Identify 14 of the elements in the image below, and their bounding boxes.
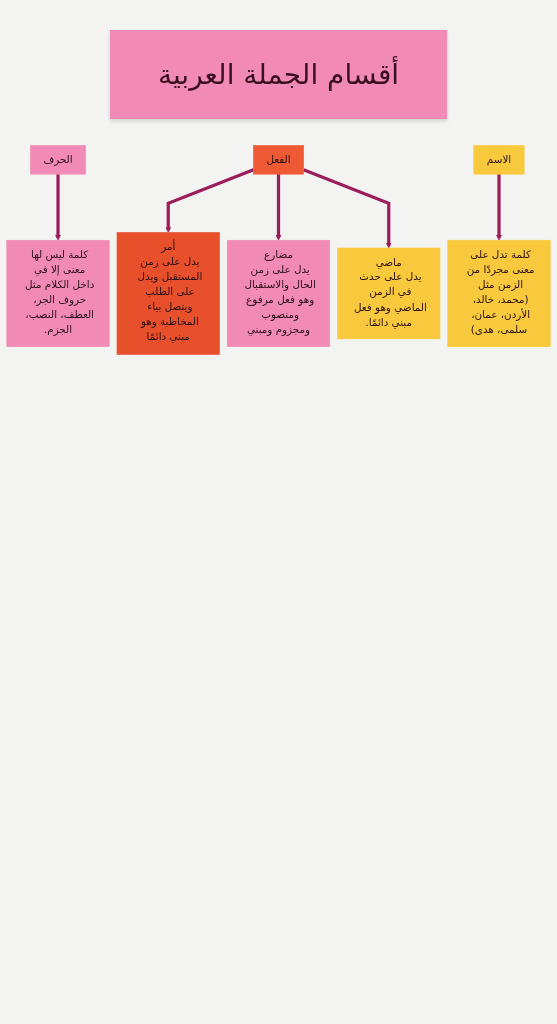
node-box: مضارع يدل على زمن الحال والاستقبال وهو فعل مرفوع ومنصوب ومجزوم ومبني (226, 239, 331, 347)
node-box: ماضي يدل على حدث في الزمن الماضي وهو فعل مبني دائمًا. (337, 247, 441, 340)
node-box: أمر يدل على زمن المستقبل ويدل على الطلب ويتصل بياء المخاطبة وهو مبني دائمًا (116, 232, 220, 355)
arrow (165, 168, 255, 233)
node-box: الحرف (30, 145, 86, 175)
node-box: كلمة ليس لها معنى إلا في داخل الكلام مثل حروف الجر، العطف، النصب، الجزم. (6, 239, 110, 347)
node-box: الاسم (473, 145, 525, 175)
node-box: كلمة تدل على معنى مجردًا من الزمن مثل (محمد، خالد، الأردن، عمان، سلمى، هدى) (447, 239, 551, 347)
title: أقسام الجملة العربية (109, 30, 448, 119)
arrow (496, 174, 502, 241)
node-box: الفعل (253, 145, 304, 175)
arrow (275, 174, 282, 241)
arrow (302, 168, 392, 249)
arrow (55, 174, 61, 241)
